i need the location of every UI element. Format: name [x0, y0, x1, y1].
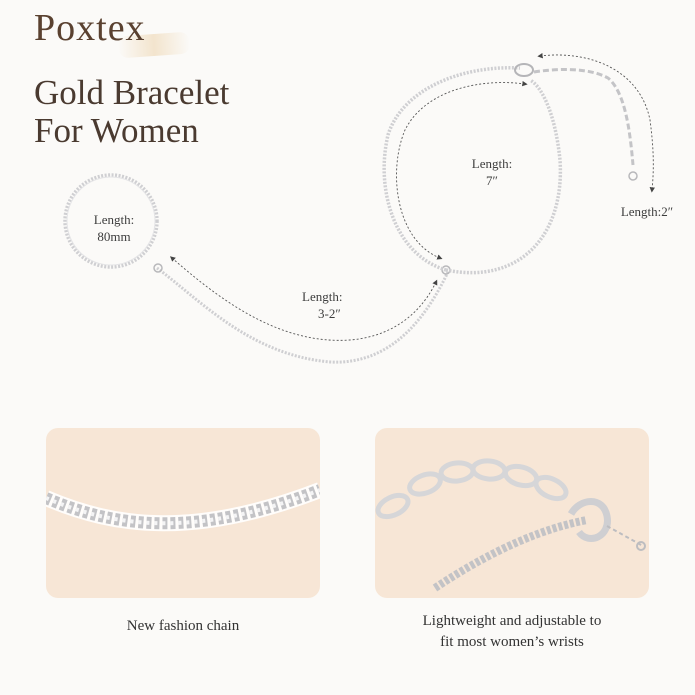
connector-length-label: Length: 3-2″ [302, 289, 343, 321]
lobster-clasp [514, 63, 534, 77]
bracelet-length-label: Length: 7″ [471, 156, 513, 188]
finger-ring-chain [63, 173, 159, 269]
clasp-detail-card [375, 428, 649, 598]
title-line-2: For Women [34, 111, 199, 150]
clasp-closeup-image [375, 458, 646, 592]
title-line-1: Gold Bracelet [34, 73, 230, 112]
bracelet-diagram [63, 52, 655, 364]
adjustable-caption: Lightweight and adjustable to fit most w… [422, 613, 602, 650]
chain-caption: New fashion chain [126, 618, 240, 634]
chain-closeup-image [46, 482, 320, 532]
bracelet-chain [382, 66, 521, 272]
connector-chain [156, 266, 450, 364]
product-title: Gold Bracelet For Women [34, 74, 229, 150]
chain-detail-card [46, 428, 320, 598]
connector-length-arrow [169, 256, 438, 341]
ring-length-label: Length: 80mm [93, 212, 135, 244]
extender-length-label: Length:2″ [620, 204, 674, 219]
extender-chain [533, 68, 635, 166]
bracelet-length-arrow [396, 80, 528, 260]
extender-length-arrow [537, 52, 655, 193]
brand-logo: Poxtex [34, 7, 146, 49]
